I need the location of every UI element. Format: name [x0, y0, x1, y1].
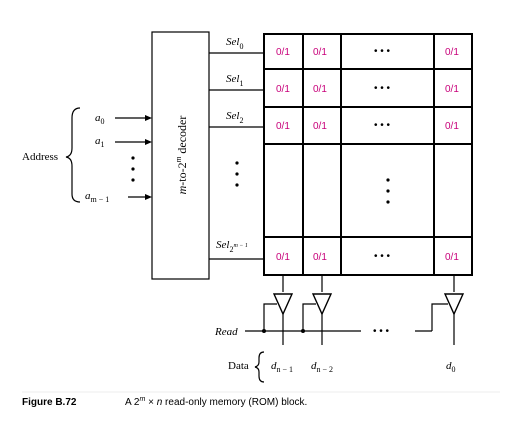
- read-enable: [263, 303, 277, 331]
- memory-cell: 0/1: [276, 47, 290, 58]
- arrow-head: [145, 139, 152, 145]
- tristate-buffer: [272, 293, 294, 316]
- memory-cell: 0/1: [313, 252, 327, 263]
- address-title: Address: [22, 151, 58, 163]
- memory-cell: 0/1: [276, 121, 290, 132]
- read-ellipsis: • • •: [373, 326, 390, 337]
- row-ellipsis: • • •: [374, 46, 391, 57]
- memory-array: [263, 33, 473, 276]
- address-label: a1: [95, 135, 105, 149]
- figure-label: Figure B.72: [22, 397, 77, 408]
- vertical-ellipsis-address: [131, 156, 135, 182]
- data-output-label: dn − 2: [311, 360, 333, 374]
- memory-cell: 0/1: [445, 47, 459, 58]
- memory-cell: 0/1: [276, 84, 290, 95]
- address-brace: [65, 107, 81, 203]
- data-output-label: d0: [446, 360, 456, 374]
- tristate-buffer: [443, 293, 465, 316]
- select-label: Sel2: [226, 110, 243, 125]
- memory-cell: 0/1: [313, 121, 327, 132]
- decoder-box: [151, 31, 210, 280]
- select-label: Sel2m − 1: [216, 239, 248, 254]
- tristate-buffer: [311, 293, 333, 316]
- decoder-label: m-to-2m decoder: [174, 116, 189, 195]
- memory-cell: 0/1: [445, 252, 459, 263]
- select-label: Sel1: [226, 73, 243, 88]
- memory-cell: 0/1: [445, 121, 459, 132]
- read-enable: [431, 303, 448, 331]
- junction-dot: [301, 329, 305, 333]
- vertical-ellipsis-array: [386, 178, 390, 204]
- memory-cell: 0/1: [445, 84, 459, 95]
- memory-cell: 0/1: [313, 84, 327, 95]
- read-enable: [302, 303, 316, 331]
- address-label: a0: [95, 112, 105, 126]
- memory-cell: 0/1: [276, 252, 290, 263]
- data-title: Data: [228, 360, 249, 372]
- figure-caption: A 2m × n read-only memory (ROM) block.: [125, 396, 307, 408]
- address-label: am − 1: [85, 190, 109, 204]
- row-ellipsis: • • •: [374, 251, 391, 262]
- arrow-head: [145, 115, 152, 121]
- junction-dot: [262, 329, 266, 333]
- row-ellipsis: • • •: [374, 120, 391, 131]
- select-label: Sel0: [226, 36, 243, 51]
- data-brace: [254, 351, 265, 383]
- memory-cell: 0/1: [313, 47, 327, 58]
- arrow-head: [145, 194, 152, 200]
- data-output-label: dn − 1: [271, 360, 293, 374]
- read-label: Read: [214, 326, 238, 338]
- row-ellipsis: • • •: [374, 83, 391, 94]
- vertical-ellipsis-select: [235, 161, 239, 187]
